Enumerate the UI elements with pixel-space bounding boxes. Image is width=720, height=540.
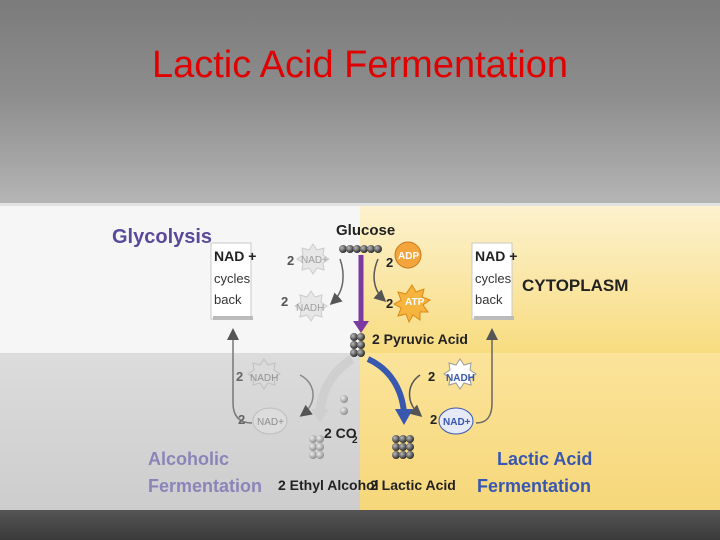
glycolysis-cycle-arrow [329, 258, 344, 306]
alcoholic-cycle-arrow [299, 374, 314, 417]
coef-adp: 2 [386, 255, 393, 270]
nad-cycles-right-line-3: back [475, 292, 503, 307]
lactic-acid-molecule [392, 435, 414, 459]
nadh-badge-alcoholic: NADH [247, 358, 281, 390]
atp-badge: ATP [392, 284, 432, 324]
coef-nad-top: 2 [287, 253, 294, 268]
glucose-molecule [339, 245, 382, 253]
nadh-glycolysis-text: NADH [296, 303, 324, 314]
coef-nad-lactic: 2 [430, 412, 437, 427]
co2-molecule [340, 395, 348, 415]
nad-cycles-line-2: cycles [214, 271, 251, 286]
glucose-label: Glucose [336, 222, 395, 239]
alcoholic-fermentation-line-1: Alcoholic [148, 449, 229, 469]
fermentation-diagram: Glycolysis NAD + cycles back NAD + cycle… [0, 203, 720, 510]
lactic-fermentation-line-1: Lactic Acid [497, 449, 592, 469]
slide-title: Lactic Acid Fermentation [151, 44, 569, 86]
ethyl-alcohol-label: 2 Ethyl Alcohol [278, 477, 379, 493]
coef-nadh-lactic: 2 [428, 369, 435, 384]
cytoplasm-label: CYTOPLASM [522, 276, 628, 295]
pyruvic-acid-label: 2 Pyruvic Acid [372, 331, 468, 347]
nad-plus-glycolysis-text: NAD+ [301, 255, 328, 266]
nad-plus-badge-alcoholic: NAD+ [252, 407, 288, 435]
lactic-cycle-arrow [408, 374, 423, 417]
bottom-bar [0, 510, 720, 540]
atp-text: ATP [405, 297, 425, 308]
lactic-bottom-arrow [475, 402, 493, 424]
glycolysis-label: Glycolysis [112, 226, 212, 248]
nad-cycles-right-line-2: cycles [475, 271, 512, 286]
nad-cycles-line-3: back [214, 292, 242, 307]
pyruvic-acid-molecule [350, 333, 365, 357]
coef-nadh-top: 2 [281, 294, 288, 309]
co2-subscript: 2 [352, 435, 358, 446]
coef-atp: 2 [386, 296, 393, 311]
nadh-alcoholic-text: NADH [250, 373, 278, 384]
alcoholic-bottom-arrow [232, 402, 253, 424]
lactic-fermentation-line-2: Fermentation [477, 476, 591, 496]
nadh-lactic-text: NADH [446, 373, 475, 384]
lactic-acid-label: 2 Lactic Acid [370, 477, 456, 493]
adp-badge: ADP [394, 241, 422, 269]
alcoholic-branch-arrow [315, 355, 355, 414]
nad-plus-badge-glycolysis: NAD+ [296, 243, 330, 275]
atp-cycle-arrow [373, 258, 387, 303]
nadh-badge-lactic: NADH [443, 358, 477, 390]
nad-plus-alcoholic-text: NAD+ [257, 417, 284, 428]
nad-cycles-right-line-1: NAD + [475, 248, 517, 264]
nadh-badge-glycolysis: NADH [294, 290, 328, 322]
coef-nad-alcoholic: 2 [238, 412, 245, 427]
alcoholic-fermentation-line-2: Fermentation [148, 476, 262, 496]
adp-text: ADP [398, 251, 419, 262]
lactic-branch-arrow [366, 356, 407, 414]
nad-cycles-back-box-right: NAD + cycles back [471, 242, 517, 320]
nad-plus-lactic-text: NAD+ [443, 417, 471, 428]
nad-cycles-back-box-left: NAD + cycles back [210, 242, 256, 320]
coef-nadh-alcoholic: 2 [236, 369, 243, 384]
nad-cycles-line-1: NAD + [214, 248, 256, 264]
ethyl-alcohol-molecule [309, 435, 324, 459]
nad-plus-badge-lactic: NAD+ [438, 407, 474, 435]
co2-label: 2 CO [324, 425, 357, 441]
